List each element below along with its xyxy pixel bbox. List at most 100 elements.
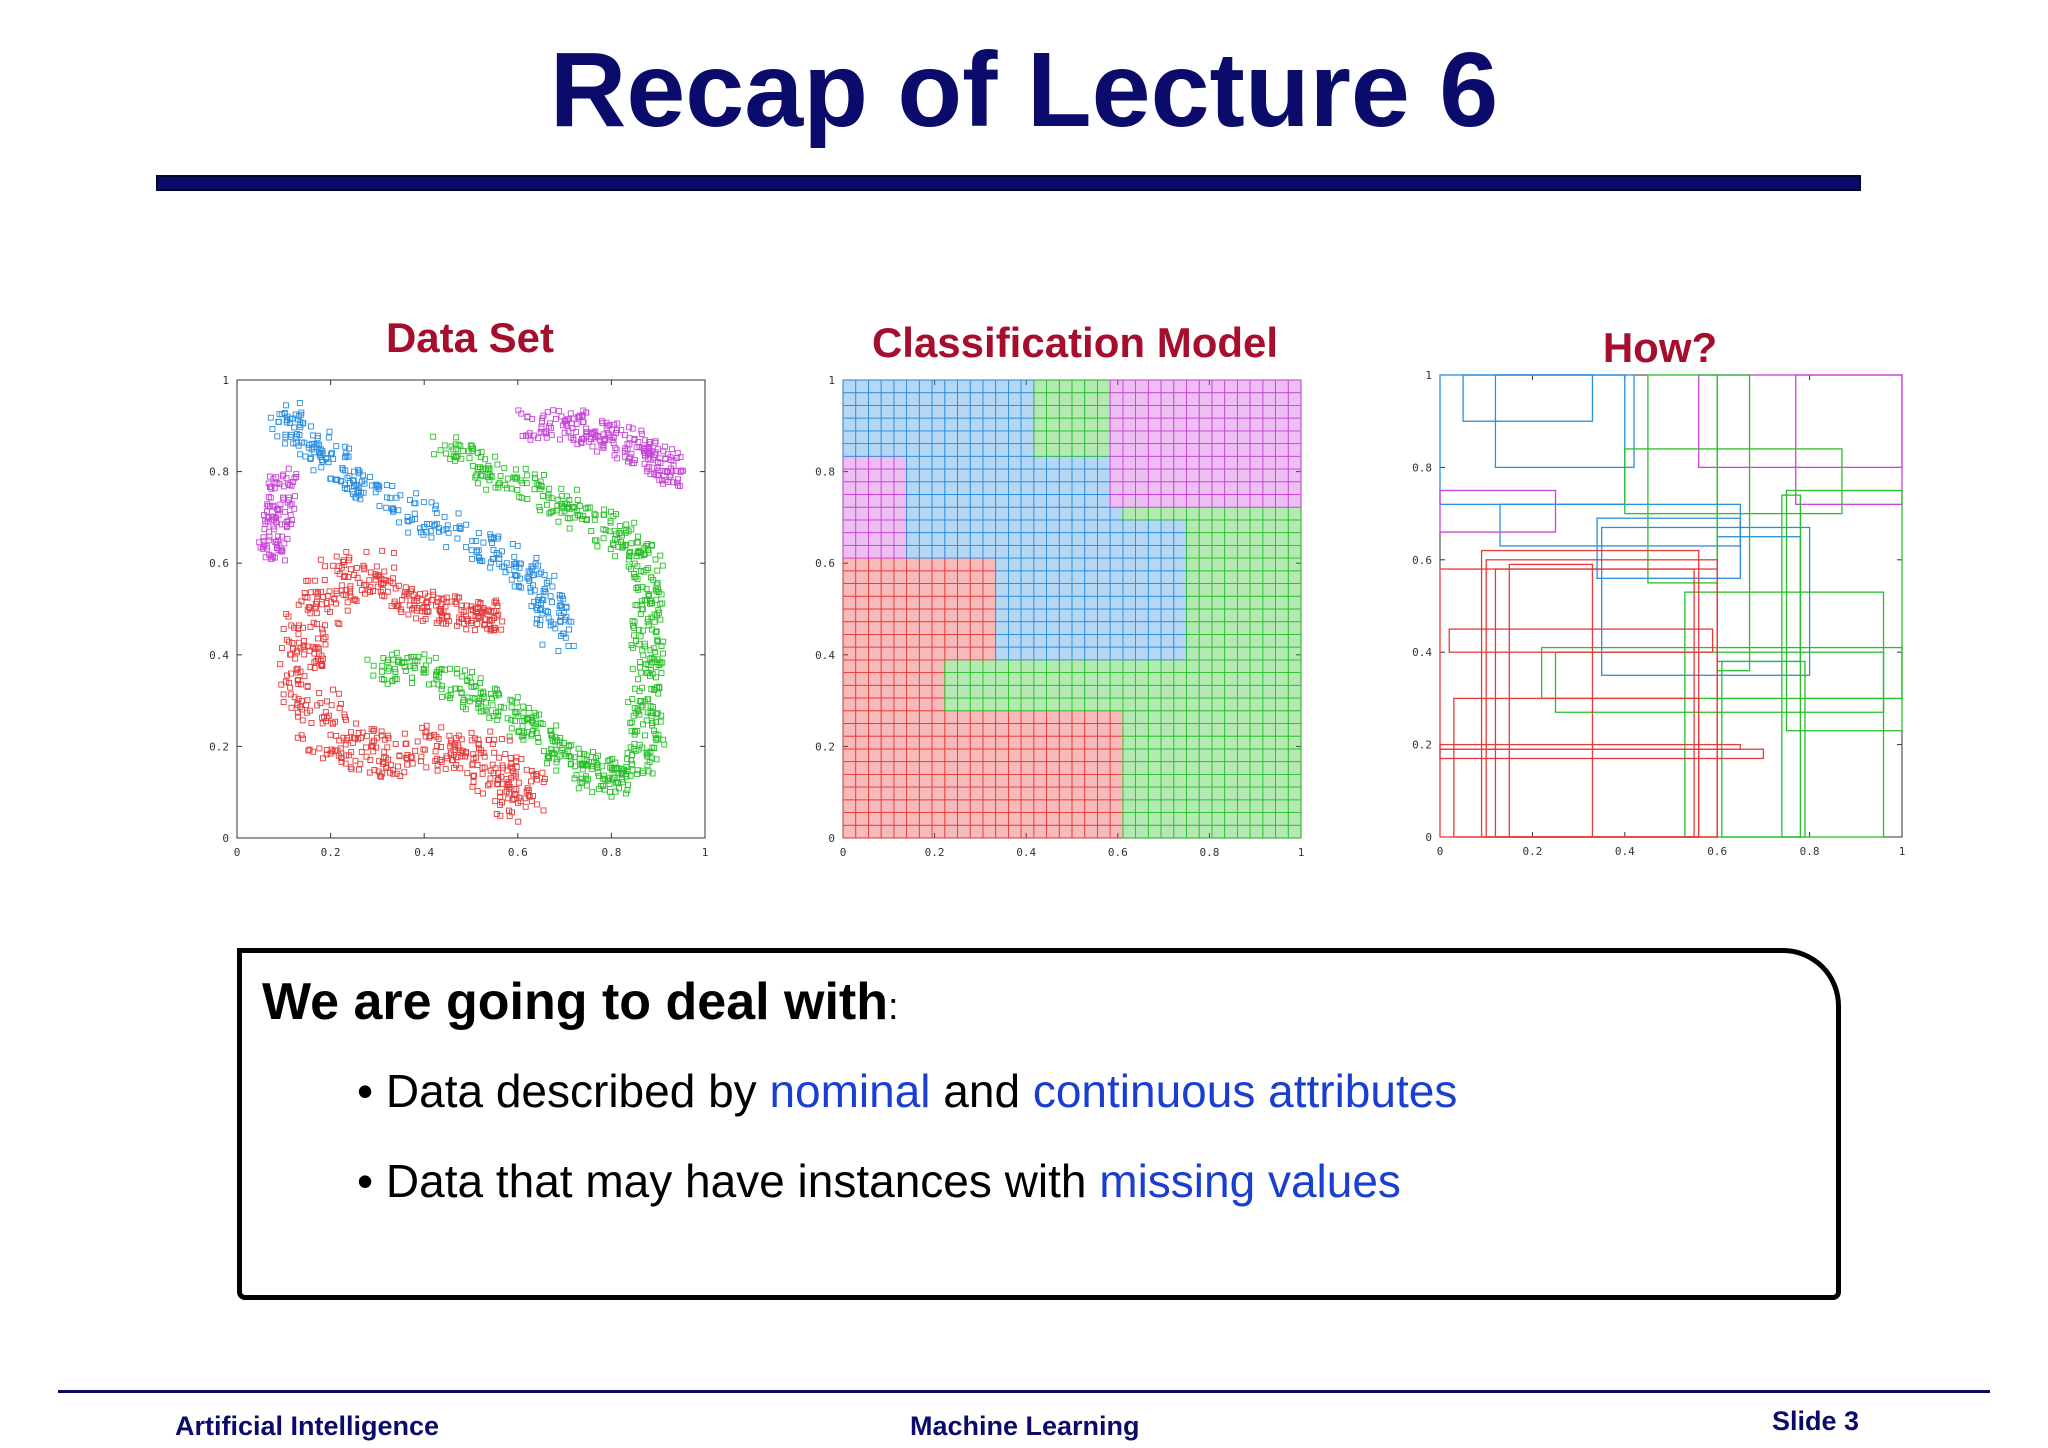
plot3-xtick-label: 0 <box>1437 845 1444 858</box>
plot2-cell <box>1173 735 1187 750</box>
plot2-cell <box>906 494 920 508</box>
plot1-point <box>326 428 333 435</box>
plot1-ytick-label: 0 <box>222 832 229 845</box>
plot2-cell <box>1198 799 1213 813</box>
plot1-point <box>655 607 662 614</box>
plot1-point <box>271 485 278 492</box>
plot1-point <box>577 778 584 785</box>
plot1-point <box>641 448 647 454</box>
plot1-point <box>606 781 613 788</box>
plot1-point <box>472 537 479 544</box>
footer-slide-number: Slide 3 <box>1772 1406 1860 1436</box>
plot1-point <box>492 624 499 631</box>
plot1-point <box>545 423 552 430</box>
plot1-point <box>454 666 461 673</box>
plot2-cell <box>1097 748 1111 763</box>
plot2-cell <box>982 761 997 775</box>
plot2-cell <box>1236 443 1251 457</box>
plot2-cell <box>1211 824 1226 839</box>
plot1-point <box>275 506 281 513</box>
plot2-cell <box>1020 786 1035 801</box>
plot2-cell <box>1287 634 1302 648</box>
plot2-cell <box>1020 379 1035 394</box>
plot1-point <box>543 579 550 586</box>
plot1-point <box>647 672 653 679</box>
plot2-cell <box>995 557 1009 572</box>
plot2-cell <box>1046 379 1060 394</box>
plot1-point <box>643 750 650 757</box>
plot2-cell <box>1173 570 1187 584</box>
plot1-point <box>404 655 411 661</box>
plot2-cell <box>1122 608 1137 623</box>
plot2-cell <box>1071 723 1086 737</box>
plot1-point <box>654 579 661 586</box>
how-svg: 000.20.20.40.40.60.60.80.811 <box>1412 369 1905 858</box>
plot2-cell <box>1058 405 1073 419</box>
plot1-point <box>513 474 520 481</box>
plot2-cell <box>1020 595 1035 610</box>
plot2-cell <box>1135 773 1149 788</box>
plot2-cell <box>906 506 920 521</box>
plot2-cell <box>1033 608 1047 623</box>
panel-title-data-set: Data Set <box>385 314 555 361</box>
plot1-point <box>651 745 658 752</box>
plot1-point <box>675 482 681 489</box>
plot2-cell <box>1046 506 1060 521</box>
plot2-cell <box>1122 646 1137 661</box>
plot2-cell <box>1186 506 1200 521</box>
plot1-point <box>515 729 522 736</box>
plot2-cell <box>1007 799 1022 813</box>
plot1-point <box>540 597 547 604</box>
plot1-point <box>381 748 388 755</box>
plot2-cell <box>1198 748 1213 763</box>
plot2-cell <box>1033 443 1047 457</box>
plot2-cell <box>1287 723 1302 737</box>
plot2-cell <box>1160 608 1175 623</box>
plot1-point <box>434 595 441 602</box>
plot1-point <box>554 502 561 509</box>
plot2-cell <box>906 570 920 584</box>
plot2-cell <box>1287 697 1302 712</box>
plot1-point <box>477 472 484 479</box>
plot1-point <box>509 541 516 548</box>
plot2-cell <box>1224 824 1238 839</box>
plot2-cell <box>1287 392 1302 406</box>
plot1-point <box>545 755 552 762</box>
plot1-point <box>268 555 275 562</box>
plot2-cell <box>1097 659 1111 674</box>
plot2-cell <box>855 506 869 521</box>
plot1-point <box>374 734 381 741</box>
plot2-cell <box>1160 379 1175 394</box>
plot3-xtick-label: 0.6 <box>1707 845 1727 858</box>
plot1-point <box>304 697 311 704</box>
plot2-cell <box>1198 405 1213 419</box>
plot1-point <box>612 553 619 560</box>
plot3-ytick-label: 0 <box>1425 831 1432 844</box>
plot1-point <box>511 553 518 560</box>
bullet-attributes-nominal: nominal <box>769 1065 931 1117</box>
plot1-point <box>449 757 456 764</box>
plot1-point <box>660 736 667 743</box>
plot2-cell <box>918 455 933 470</box>
plot2-cell <box>931 468 946 483</box>
plot1-point <box>504 485 511 492</box>
plot1-point <box>378 581 385 587</box>
plot1-point <box>352 757 359 764</box>
plot2-cell <box>855 544 869 559</box>
plot2-cell <box>944 519 958 534</box>
plot2-cell <box>969 443 984 457</box>
plot1-point <box>370 672 377 679</box>
plot2-cell <box>1020 824 1035 839</box>
plot1-point <box>421 603 428 610</box>
plot2-cell <box>995 532 1009 546</box>
plot1-point <box>307 456 314 462</box>
plot2-cell <box>1033 506 1047 521</box>
plot2-cell <box>944 443 958 457</box>
plot1-point <box>344 735 351 742</box>
plot1-point <box>495 481 502 488</box>
plot1-point <box>404 761 411 768</box>
plot1-point <box>556 753 563 760</box>
plot1-point <box>307 664 314 670</box>
plot2-cell <box>957 481 971 495</box>
plot2-xtick-label: 0.6 <box>1108 846 1128 859</box>
